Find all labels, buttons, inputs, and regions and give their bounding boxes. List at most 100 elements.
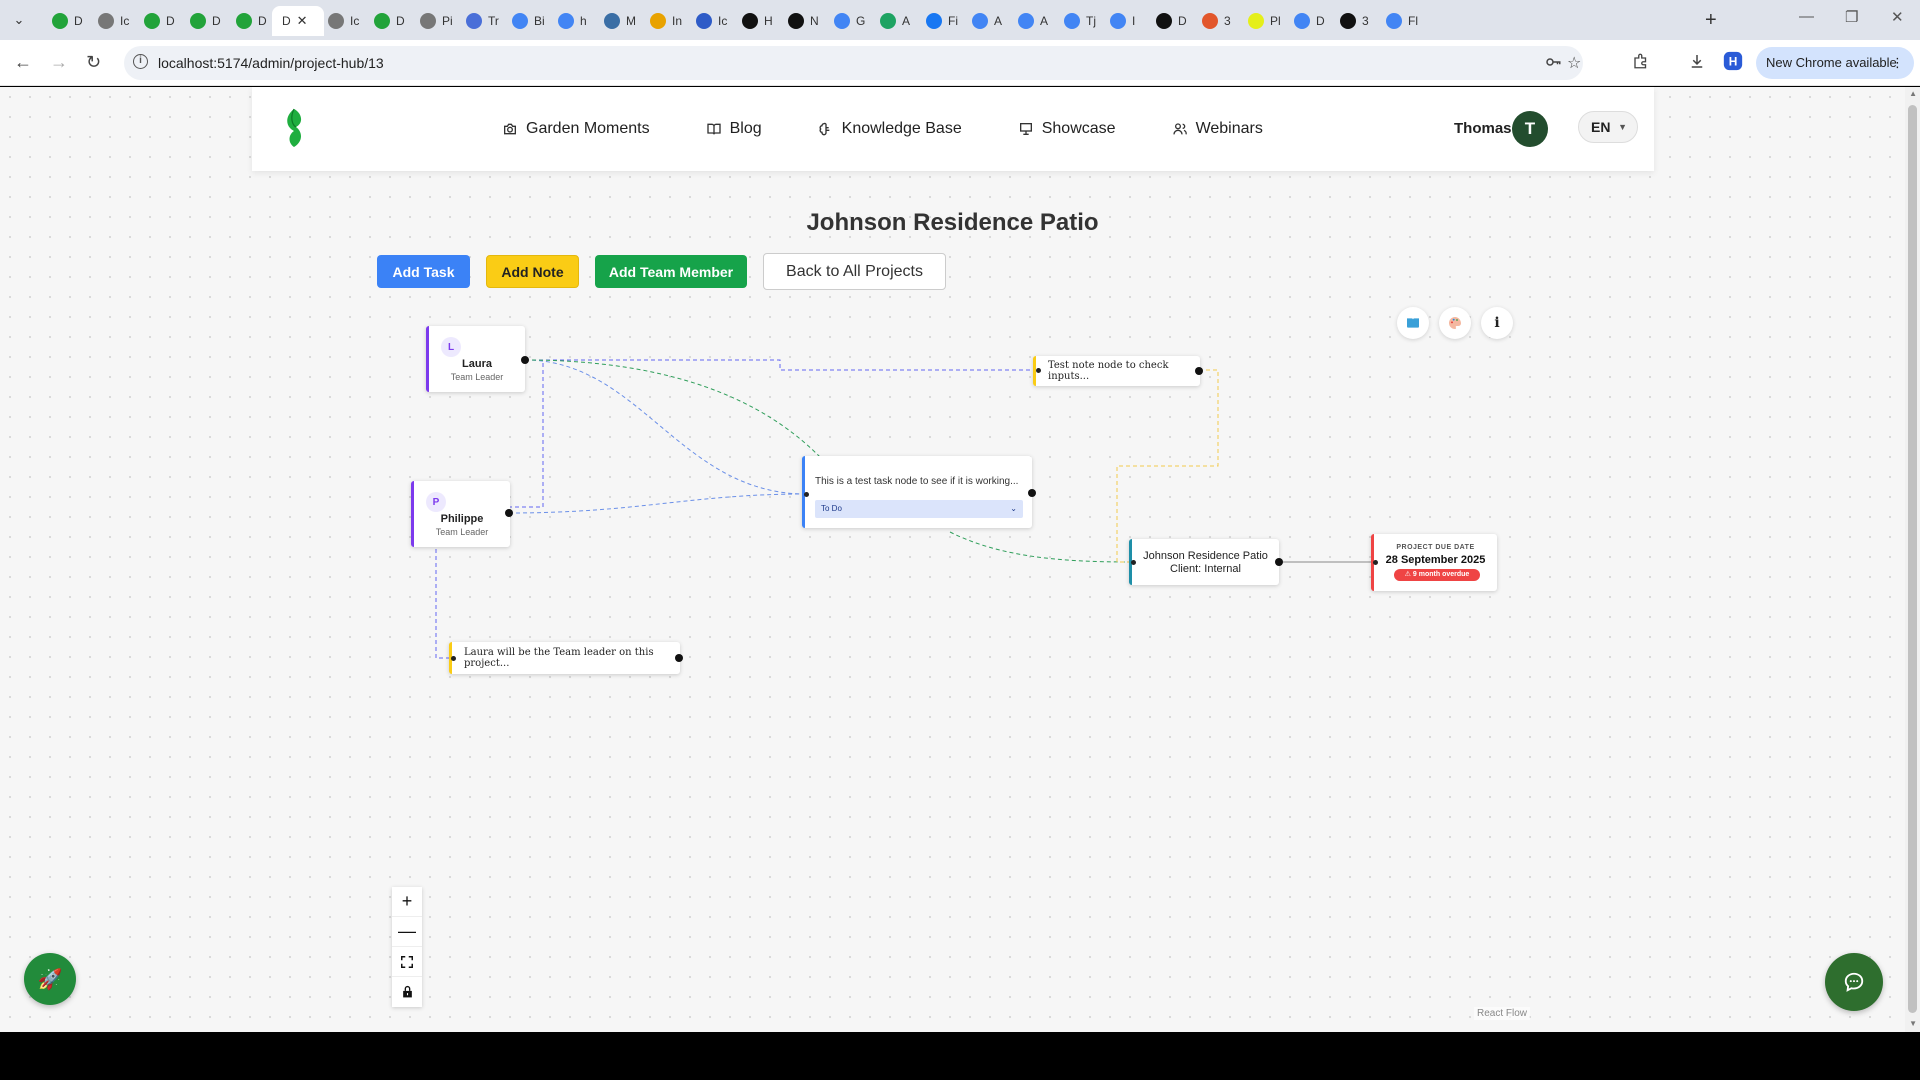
language-select[interactable]: EN ▼: [1578, 111, 1638, 143]
browser-tab[interactable]: A: [1008, 6, 1060, 36]
user-name[interactable]: Thomas: [1454, 120, 1512, 137]
browser-tab[interactable]: Ic: [88, 6, 140, 36]
info-icon[interactable]: i: [1481, 307, 1513, 339]
node-handle[interactable]: [451, 656, 456, 661]
browser-tab[interactable]: D: [364, 6, 416, 36]
nav-blog[interactable]: Blog: [706, 120, 762, 138]
node-handle[interactable]: [1195, 367, 1203, 375]
chat-button[interactable]: [1825, 953, 1883, 1011]
browser-tab[interactable]: D: [1284, 6, 1336, 36]
palette-icon[interactable]: [1439, 307, 1471, 339]
browser-tab[interactable]: A: [962, 6, 1014, 36]
nav-knowledge-base[interactable]: Knowledge Base: [818, 120, 962, 138]
browser-tab[interactable]: 3: [1330, 6, 1382, 36]
task-status-select[interactable]: To Do ⌄: [815, 500, 1023, 518]
node-handle[interactable]: [1131, 560, 1136, 565]
note-node-team-leader[interactable]: Laura will be the Team leader on this pr…: [449, 642, 680, 674]
browser-tab[interactable]: D: [134, 6, 186, 36]
browser-tab[interactable]: Bi: [502, 6, 554, 36]
new-chrome-available-button[interactable]: New Chrome available ⋮: [1756, 47, 1914, 79]
add-team-member-button[interactable]: Add Team Member: [595, 255, 747, 288]
browser-tab[interactable]: Pl: [1238, 6, 1290, 36]
browser-tab[interactable]: Pi: [410, 6, 462, 36]
browser-tab[interactable]: D: [180, 6, 232, 36]
nav-showcase[interactable]: Showcase: [1018, 120, 1116, 138]
browser-tab[interactable]: h: [548, 6, 600, 36]
nav-webinars[interactable]: Webinars: [1172, 120, 1263, 138]
new-tab-plus-icon[interactable]: +: [1705, 9, 1717, 31]
browser-tab[interactable]: Fl: [1376, 6, 1428, 36]
url-text[interactable]: localhost:5174/admin/project-hub/13: [158, 55, 384, 71]
minimize-icon[interactable]: —: [1799, 8, 1814, 25]
site-info-icon[interactable]: i: [133, 54, 148, 69]
browser-tab[interactable]: D: [42, 6, 94, 36]
tab-search-chevron-icon[interactable]: ⌄: [13, 12, 25, 27]
lock-icon[interactable]: [392, 977, 422, 1007]
restore-icon[interactable]: ❐: [1845, 9, 1859, 26]
browser-tab[interactable]: In: [640, 6, 692, 36]
browser-tab[interactable]: N: [778, 6, 830, 36]
add-task-button[interactable]: Add Task: [377, 255, 470, 288]
back-arrow-icon[interactable]: ←: [14, 52, 32, 72]
node-handle[interactable]: [804, 492, 809, 497]
nav-garden-moments[interactable]: Garden Moments: [502, 120, 650, 138]
project-node-client: Client: Internal: [1170, 563, 1241, 575]
browser-tab[interactable]: D: [226, 6, 278, 36]
node-handle[interactable]: [1275, 558, 1283, 566]
browser-tab[interactable]: Ic: [318, 6, 370, 36]
due-date-node[interactable]: PROJECT DUE DATE 28 September 2025 ⚠ 9 m…: [1371, 534, 1497, 591]
member-node-laura[interactable]: L Laura Team Leader: [426, 326, 525, 392]
close-tab-icon[interactable]: ✕: [296, 13, 308, 28]
browser-tab[interactable]: M: [594, 6, 646, 36]
rpi-icon: [696, 13, 712, 29]
back-to-all-projects-button[interactable]: Back to All Projects: [763, 253, 946, 290]
address-bar[interactable]: i localhost:5174/admin/project-hub/13 ☆: [124, 46, 1583, 80]
tab-label: Tj: [1086, 14, 1096, 28]
reload-icon[interactable]: ↻: [86, 52, 102, 72]
browser-tab[interactable]: D✕: [272, 6, 324, 36]
tab-label: D: [258, 14, 267, 28]
browser-tab[interactable]: 3: [1192, 6, 1244, 36]
browser-tab[interactable]: Ic: [686, 6, 738, 36]
kebab-menu-icon[interactable]: ⋮: [1891, 55, 1904, 70]
note-node-inputs[interactable]: Test note node to check inputs...: [1033, 356, 1200, 386]
profile-icon[interactable]: H: [1722, 50, 1744, 77]
browser-tab[interactable]: I: [1100, 6, 1152, 36]
scroll-up-icon[interactable]: ▲: [1909, 89, 1917, 98]
browser-tab[interactable]: G: [824, 6, 876, 36]
scrollbar-thumb[interactable]: [1908, 105, 1917, 1013]
browser-tab[interactable]: Fi: [916, 6, 968, 36]
react-flow-attribution[interactable]: React Flow: [1474, 1007, 1531, 1020]
forward-arrow-icon[interactable]: →: [50, 52, 68, 72]
dreamscape-logo[interactable]: [268, 105, 324, 155]
browser-tab[interactable]: Tr: [456, 6, 508, 36]
node-handle[interactable]: [521, 356, 529, 364]
flow-canvas[interactable]: Garden Moments Blog Knowledge Base Showc…: [0, 87, 1905, 1032]
close-window-icon[interactable]: ✕: [1891, 9, 1904, 26]
browser-tab[interactable]: A: [870, 6, 922, 36]
node-handle[interactable]: [1036, 368, 1041, 373]
browser-tab[interactable]: D: [1146, 6, 1198, 36]
member-node-philippe[interactable]: P Philippe Team Leader: [411, 481, 510, 547]
bookmark-star-icon[interactable]: ☆: [1567, 55, 1582, 72]
browser-tab[interactable]: H: [732, 6, 784, 36]
add-note-button[interactable]: Add Note: [486, 255, 579, 288]
book-guide-icon[interactable]: [1397, 307, 1429, 339]
password-key-icon[interactable]: [1544, 53, 1562, 76]
node-handle[interactable]: [505, 509, 513, 517]
zoom-out-icon[interactable]: —: [392, 917, 422, 947]
rocket-button[interactable]: 🚀: [24, 953, 76, 1005]
node-handle[interactable]: [1028, 489, 1036, 497]
user-avatar[interactable]: T: [1512, 111, 1548, 147]
browser-tab[interactable]: Tj: [1054, 6, 1106, 36]
node-handle[interactable]: [675, 654, 683, 662]
project-node[interactable]: Johnson Residence Patio Client: Internal: [1129, 539, 1279, 585]
fit-view-icon[interactable]: [392, 947, 422, 977]
page-scrollbar[interactable]: ▲ ▼: [1905, 87, 1920, 1032]
zoom-in-icon[interactable]: +: [392, 887, 422, 917]
task-node[interactable]: This is a test task node to see if it is…: [802, 456, 1032, 528]
node-handle[interactable]: [1373, 560, 1378, 565]
scroll-down-icon[interactable]: ▼: [1909, 1019, 1917, 1028]
downloads-icon[interactable]: [1688, 52, 1706, 75]
extensions-puzzle-icon[interactable]: [1632, 52, 1650, 75]
